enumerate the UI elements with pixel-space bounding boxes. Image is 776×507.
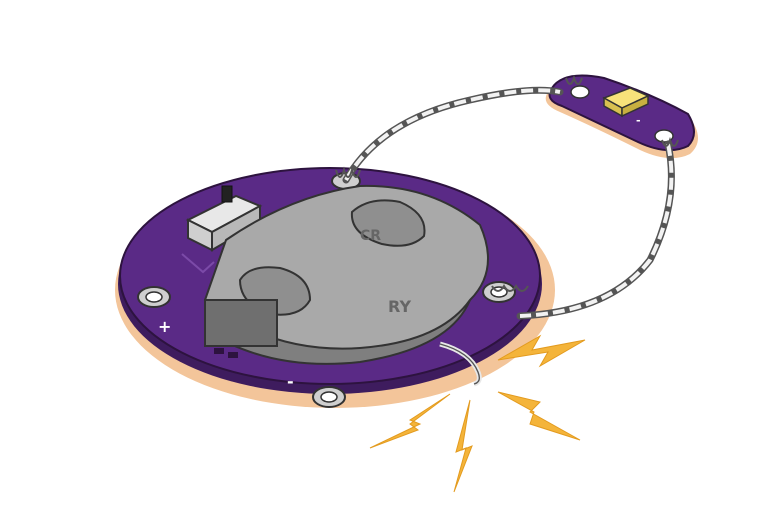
smd-pad: [214, 348, 224, 354]
spark-right: [498, 392, 580, 440]
led-minus-marking: -: [636, 114, 641, 127]
holder-text-ry: RY: [388, 297, 411, 316]
led-hole-left: [571, 86, 589, 98]
smd-pad-2: [228, 352, 238, 358]
thread-top: [346, 90, 560, 180]
minus-marking: -: [287, 372, 294, 391]
holder-front-block: [205, 300, 277, 346]
holder-text-cr: CR: [360, 228, 381, 244]
plus-marking: +: [158, 317, 171, 336]
sew-tab-left: [138, 287, 170, 307]
sew-tab-right: [483, 282, 515, 302]
sew-tab-bottom: [313, 387, 345, 407]
spark-down: [454, 400, 472, 492]
